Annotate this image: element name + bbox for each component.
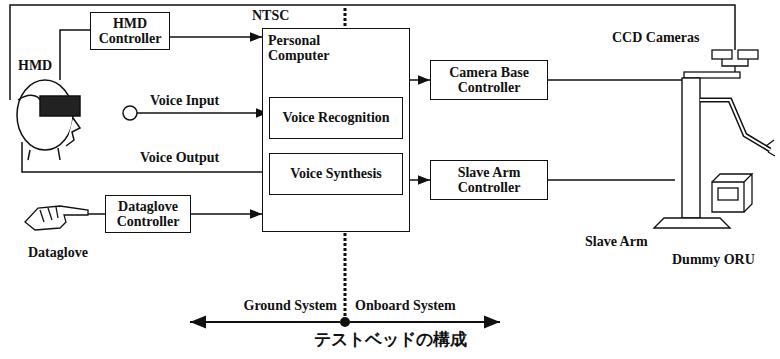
signal-name: Voice Output [140, 150, 219, 165]
system-name: Onboard System [355, 298, 456, 313]
operator-head [17, 80, 80, 160]
voice-output-wire [22, 142, 268, 172]
box-label: HMD Controller [96, 16, 164, 47]
signal-arrow [410, 79, 430, 81]
system-name: Ground System [205, 298, 337, 313]
part-name: Dataglove [28, 245, 88, 260]
process-box: HMD Controller [90, 12, 170, 50]
dummy-oru [712, 174, 752, 212]
camera-wire [548, 79, 682, 81]
arm-wire [548, 179, 675, 181]
signal-name: Voice Input [150, 93, 219, 108]
process-box: Dataglove Controller [105, 195, 191, 233]
process-box: Voice Synthesis [269, 153, 403, 195]
box-label: Personal Computer [263, 29, 350, 64]
box-label: Camera Base Controller [436, 65, 542, 96]
signal-name: NTSC [252, 8, 289, 23]
signal-arrow [191, 213, 262, 215]
part-name: Slave Arm [585, 234, 648, 249]
ccd-cameras [684, 50, 758, 78]
voice-input-wire [137, 112, 268, 114]
process-box: Voice Recognition [269, 97, 403, 139]
computer-box: Personal ComputerVoice RecognitionVoice … [262, 28, 410, 232]
signal-arrow [170, 36, 262, 38]
process-box: Camera Base Controller [430, 60, 548, 100]
part-name: Dummy ORU [672, 252, 755, 267]
hmd-wire [60, 30, 90, 80]
system-arrows [190, 318, 500, 326]
part-name: HMD [18, 58, 52, 73]
microphone [123, 106, 137, 120]
process-box: Slave Arm Controller [430, 160, 548, 200]
slave-arm [654, 78, 775, 228]
box-label: Voice Recognition [282, 110, 389, 125]
figure-caption: テストベッドの構成 [0, 330, 780, 349]
part-name: CCD Cameras [612, 30, 699, 45]
dataglove-icon [25, 206, 88, 230]
signal-arrow [410, 179, 430, 181]
box-label: Voice Synthesis [290, 166, 382, 181]
box-label: Slave Arm Controller [436, 165, 542, 196]
glove-wire [88, 213, 105, 215]
box-label: Dataglove Controller [111, 199, 185, 230]
